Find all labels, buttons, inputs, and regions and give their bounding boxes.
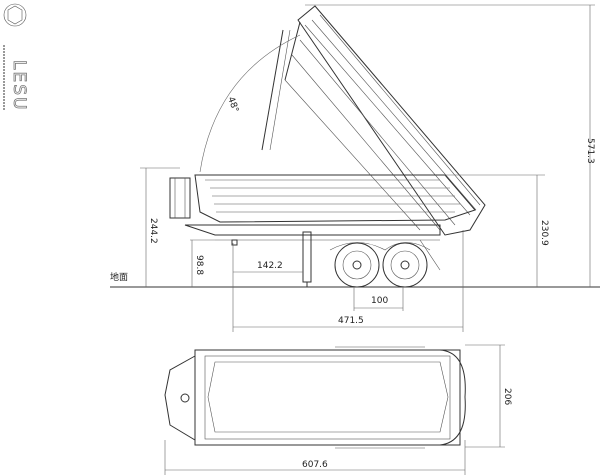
logo-text: LESU [9,60,29,111]
dim-kingpin-height-label: 98.8 [194,255,204,275]
dim-rear-height-label: 230.9 [539,220,549,246]
dim-overall-length-label: 607.6 [302,460,328,470]
dim-kingpin-height [190,239,215,287]
dim-front-height [140,167,180,287]
dim-max-height [305,4,595,287]
dim-overall-length [164,440,466,475]
dim-max-height-label: 571.3 [585,138,595,164]
trailer-top-view [164,346,466,449]
dim-kingpin-to-rear [233,230,464,332]
dim-axle-spacing [353,287,404,311]
dim-axle-spacing-label: 100 [371,296,388,306]
tip-angle-arc [199,34,301,173]
lesu-logo: LESU [3,3,29,112]
ground-label: 地面 [110,271,128,283]
dim-landing-gear-label: 142.2 [257,261,283,271]
dim-rear-height [445,174,545,287]
tip-angle-label: 48° [225,96,240,114]
trailer-side-view [169,174,476,287]
wheel [382,242,428,288]
dim-width [465,344,505,448]
dim-front-height-label: 244.2 [148,218,158,244]
dim-width-label: 206 [502,388,512,405]
wheel [334,242,380,288]
dim-landing-gear [232,243,303,332]
tipped-box [261,5,486,236]
dim-kingpin-to-rear-label: 471.5 [338,316,364,326]
